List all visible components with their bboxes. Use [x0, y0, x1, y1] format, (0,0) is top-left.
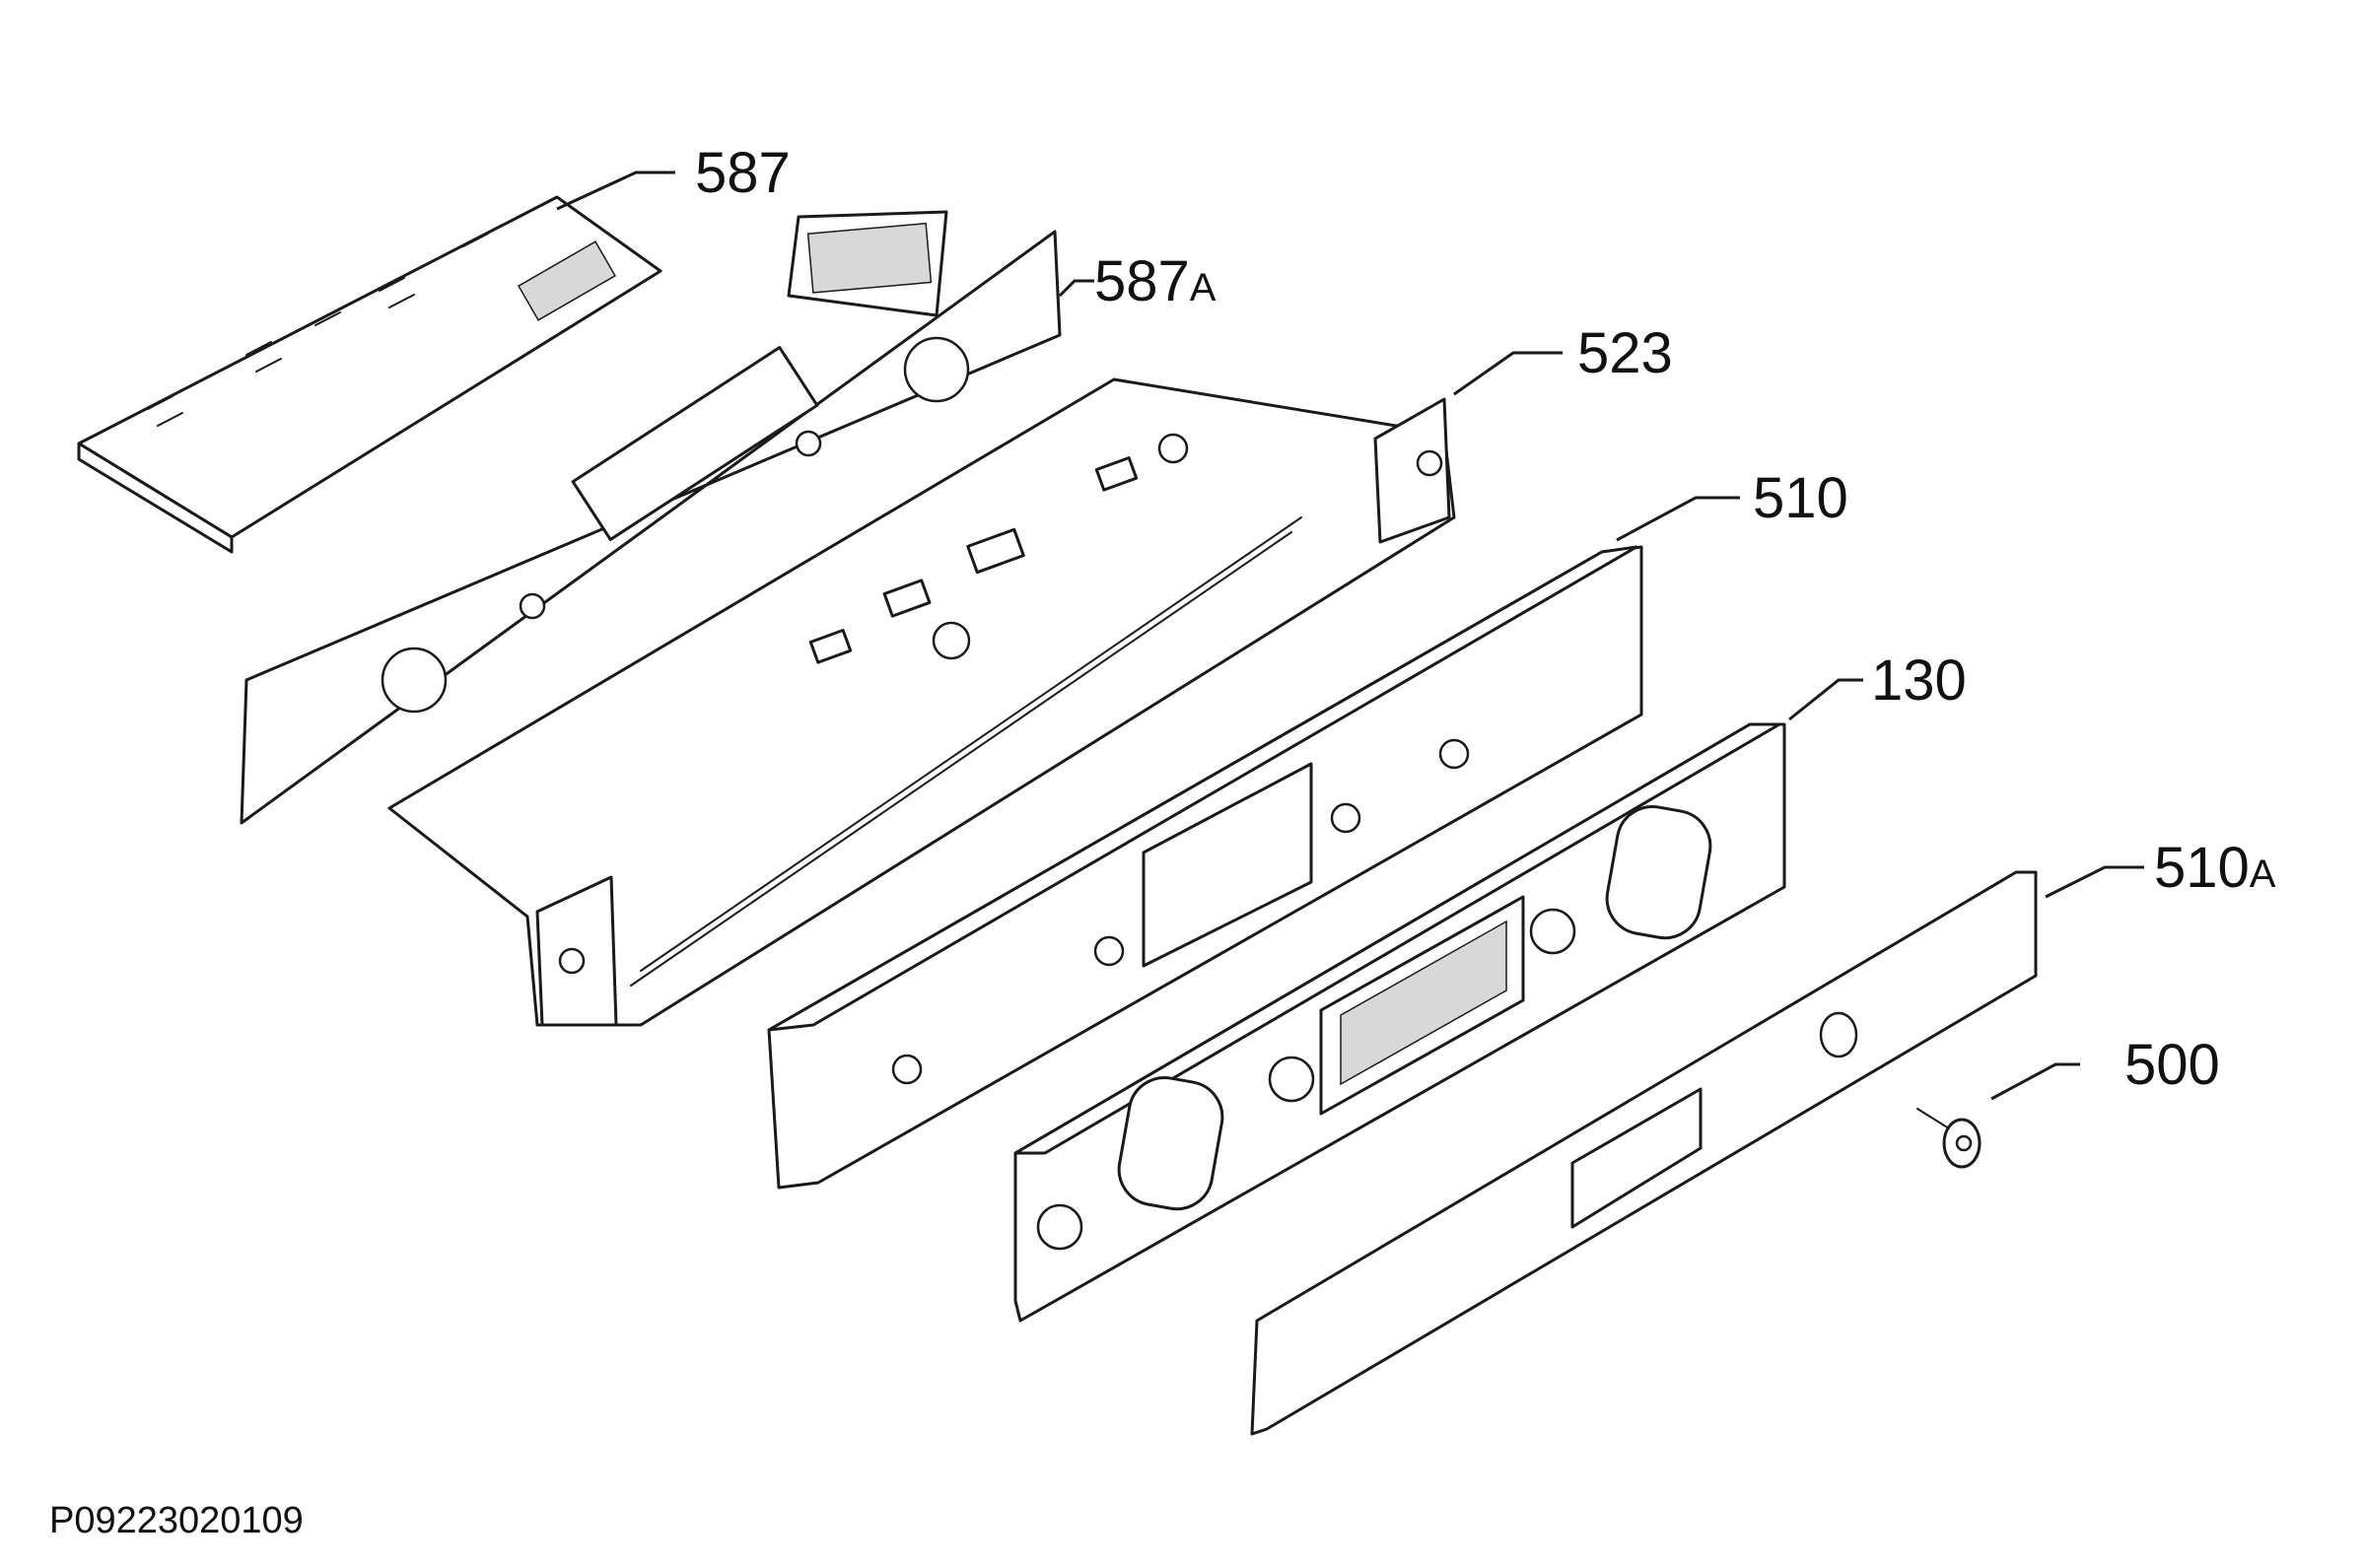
callout-510a: 510A — [2154, 836, 2276, 900]
callout-587: 587 — [695, 141, 791, 205]
part-523-frame — [387, 377, 1456, 1027]
callout-130: 130 — [1871, 648, 1967, 713]
callout-523: 523 — [1577, 321, 1673, 385]
part-510-front-panel — [767, 545, 1643, 1190]
callout-587a: 587A — [1094, 249, 1217, 313]
part-587-circuit-board — [77, 195, 662, 554]
callout-510a-suffix: A — [2250, 852, 2276, 896]
leader-lines — [556, 170, 2144, 1101]
callout-587a-suffix: A — [1190, 266, 1217, 309]
reference-code: P09223020109 — [49, 1500, 304, 1541]
part-587a-bracket — [240, 210, 1062, 825]
callout-510: 510 — [1753, 466, 1848, 530]
callout-500: 500 — [2124, 1033, 2220, 1097]
part-510a-decal-strip — [1250, 870, 2038, 1436]
part-500-screw — [1916, 1108, 1982, 1169]
part-130-fascia — [1013, 722, 1786, 1323]
